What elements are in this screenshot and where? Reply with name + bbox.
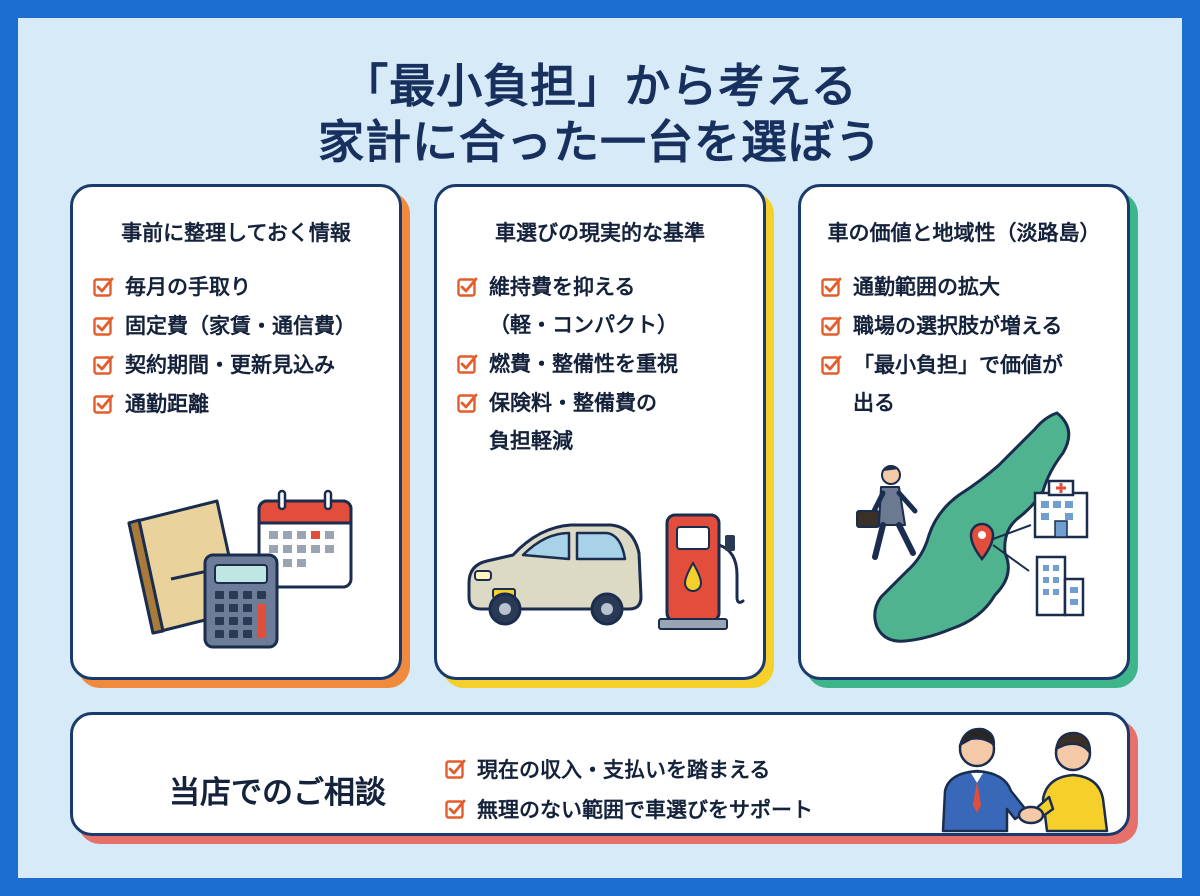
commuter-person-icon	[856, 465, 918, 560]
card-body: 車の価値と地域性（淡路島） 通勤範囲の拡大 職場の選択肢が増える 「最小負担」で…	[798, 184, 1130, 680]
notebook-calendar-calculator-illustration	[127, 489, 353, 649]
card-value-region: 車の価値と地域性（淡路島） 通勤範囲の拡大 職場の選択肢が増える 「最小負担」で…	[798, 184, 1138, 688]
checklist: 毎月の手取り 固定費（家賃・通信費） 契約期間・更新見込み 通勤距離	[93, 267, 389, 423]
compact-car-icon	[467, 523, 643, 626]
checkbox-icon	[93, 355, 114, 375]
car-fuel-pump-illustration	[467, 513, 745, 630]
checklist-item: 職場の選択肢が増える	[821, 306, 1117, 345]
infographic-frame: 「最小負担」から考える 家計に合った一台を選ぼう 事前に整理しておく情報 毎月の…	[18, 18, 1182, 878]
checkbox-icon	[93, 316, 114, 336]
awaji-map-illustration	[856, 411, 1089, 643]
main-title-line2: 家計に合った一台を選ぼう	[318, 115, 882, 169]
checklist-item: 契約期間・更新見込み	[93, 345, 389, 384]
checkbox-icon	[93, 394, 114, 414]
checkbox-icon	[445, 799, 466, 819]
checklist: 維持費を抑える （軽・コンパクト） 燃費・整備性を重視 保険料・整備費の 負担軽…	[457, 267, 753, 460]
checklist: 通勤範囲の拡大 職場の選択肢が増える 「最小負担」で価値が 出る	[821, 267, 1117, 422]
checklist-item: 無理のない範囲で車選びをサポート	[445, 789, 813, 829]
checklist-item: 毎月の手取り	[93, 267, 389, 306]
checkbox-icon	[457, 354, 478, 374]
checklist-item: 通勤範囲の拡大	[821, 267, 1117, 306]
location-pin-icon	[969, 522, 1032, 572]
card-body: 車選びの現実的な基準 維持費を抑える （軽・コンパクト） 燃費・整備性を重視 保…	[434, 184, 766, 680]
salesperson-icon	[941, 727, 1029, 833]
checkbox-icon	[93, 277, 114, 297]
checklist-item: 通勤距離	[93, 384, 389, 423]
calendar-icon	[257, 489, 353, 589]
checklist-item: 保険料・整備費の 負担軽減	[457, 383, 753, 460]
card-title: 車選びの現実的な基準	[495, 221, 705, 245]
banner-body: 当店でのご相談 現在の収入・支払いを踏まえる 無理のない範囲で車選びをサポート	[70, 712, 1130, 836]
consultation-banner: 当店でのご相談 現在の収入・支払いを踏まえる 無理のない範囲で車選びをサポート	[70, 712, 1138, 844]
card-selection-criteria: 車選びの現実的な基準 維持費を抑える （軽・コンパクト） 燃費・整備性を重視 保…	[434, 184, 774, 688]
checkbox-icon	[821, 355, 842, 375]
handshake-illustration	[941, 727, 1109, 833]
card-title: 事前に整理しておく情報	[121, 221, 351, 245]
hospital-building-icon	[1033, 479, 1089, 539]
checkbox-icon	[457, 393, 478, 413]
checkbox-icon	[821, 277, 842, 297]
checklist-item: 維持費を抑える （軽・コンパクト）	[457, 267, 753, 344]
checkbox-icon	[445, 759, 466, 779]
checkbox-icon	[821, 316, 842, 336]
calculator-icon	[203, 553, 279, 649]
island-map-icon	[873, 411, 1071, 643]
handshake-icon	[1017, 805, 1045, 825]
checklist-item: 燃費・整備性を重視	[457, 344, 753, 383]
fuel-pump-icon	[658, 513, 745, 630]
card-title: 車の価値と地域性（淡路島）	[827, 221, 1101, 245]
checklist-item: 固定費（家賃・通信費）	[93, 306, 389, 345]
consultation-title: 当店でのご相談	[169, 775, 386, 811]
checklist-item: 現在の収入・支払いを踏まえる	[445, 749, 813, 789]
consultation-checklist: 現在の収入・支払いを踏まえる 無理のない範囲で車選びをサポート	[445, 749, 813, 829]
card-prep-info: 事前に整理しておく情報 毎月の手取り 固定費（家賃・通信費） 契約期間・更新見込…	[70, 184, 410, 688]
office-building-icon	[1035, 555, 1085, 617]
card-body: 事前に整理しておく情報 毎月の手取り 固定費（家賃・通信費） 契約期間・更新見込…	[70, 184, 402, 680]
main-title-line1: 「最小負担」から考える	[342, 59, 858, 113]
checkbox-icon	[457, 277, 478, 297]
checklist-item: 「最小負担」で価値が 出る	[821, 345, 1117, 422]
